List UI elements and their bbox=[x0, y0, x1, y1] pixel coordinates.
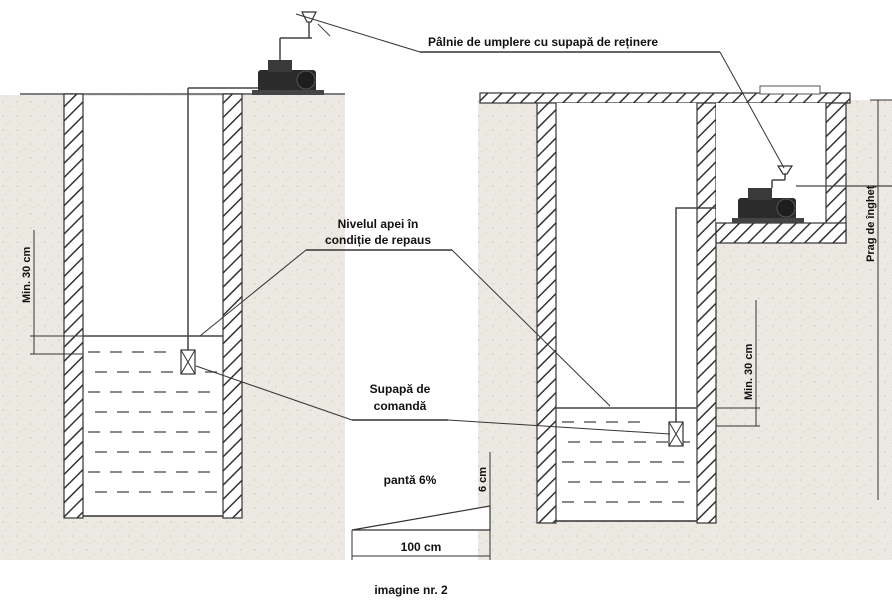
pump-icon bbox=[188, 60, 324, 95]
foot-valve-icon bbox=[668, 421, 684, 447]
funnel-callout-label: Pâlnie de umplere cu supapă de reținere bbox=[428, 35, 658, 49]
water-level-label-line2: condiție de repaus bbox=[325, 233, 431, 247]
right-well-wall-right bbox=[696, 102, 717, 524]
left-well-wall-left bbox=[63, 93, 84, 519]
min-30-cm-left-label: Min. 30 cm bbox=[21, 247, 33, 303]
pump-chamber bbox=[715, 85, 847, 244]
funnel-icon bbox=[771, 165, 794, 188]
foot-valve-icon bbox=[180, 349, 196, 375]
figure-caption: imagine nr. 2 bbox=[374, 583, 448, 597]
right-well-wall-left bbox=[536, 102, 557, 524]
left-well bbox=[30, 88, 243, 519]
water-level-label-line1: Nivelul apei în bbox=[338, 217, 419, 231]
control-valve-label-line2: comandă bbox=[374, 399, 427, 413]
funnel-icon bbox=[279, 11, 331, 60]
pump-icon bbox=[732, 188, 804, 223]
height-6cm-label: 6 cm bbox=[477, 467, 489, 492]
right-well bbox=[536, 102, 760, 524]
min-30-cm-right-label: Min. 30 cm bbox=[743, 344, 755, 400]
control-valve-label-line1: Supapă de bbox=[370, 382, 431, 396]
left-well-wall-right bbox=[222, 93, 243, 519]
slope-label: pantă 6% bbox=[384, 473, 437, 487]
slope-indicator bbox=[351, 452, 491, 560]
left-well-water bbox=[83, 335, 223, 493]
frost-threshold-label: Prag de îngheț bbox=[865, 185, 877, 262]
right-well-water bbox=[556, 407, 697, 503]
width-100cm-label: 100 cm bbox=[401, 540, 442, 554]
